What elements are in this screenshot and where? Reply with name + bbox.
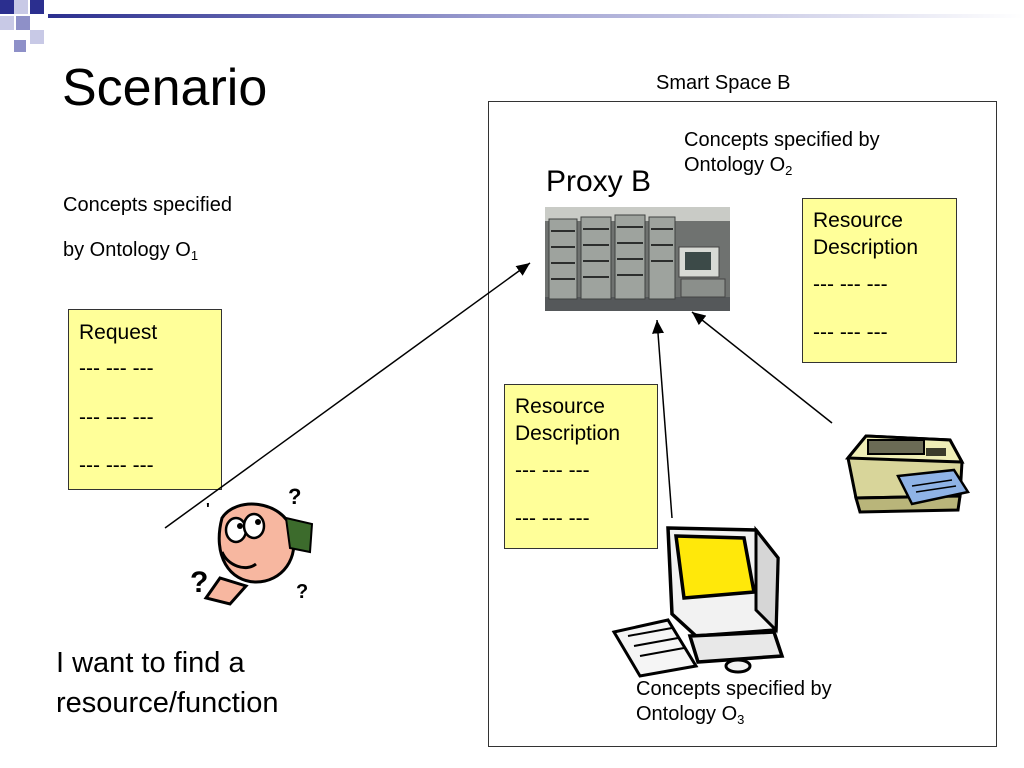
computer-icon [611,525,785,678]
top-right-concepts-sub: 2 [785,163,793,178]
confused-person-icon: ? ? ' ? [190,486,314,606]
svg-text:?: ? [288,486,301,509]
request-note: Request --- --- --- --- --- --- --- --- … [68,309,222,490]
bottom-concepts-label: Concepts specified by Ontology O3 [636,677,832,728]
top-right-concepts-label: Concepts specified by Ontology O2 [684,128,880,179]
resource-center-line-2: --- --- --- [515,507,590,531]
smart-space-box [488,101,997,747]
bottom-concepts-line2-wrap: Ontology O3 [636,702,832,728]
request-line-1: --- --- --- [79,357,154,381]
request-line-2: --- --- --- [79,405,154,429]
bottom-concepts-line1: Concepts specified by [636,678,832,700]
left-concepts-line2: by Ontology O [63,239,191,261]
left-concepts-sub: 1 [190,248,199,263]
svg-text:?: ? [296,581,308,603]
resource-right-line-1: --- --- --- [813,272,888,296]
resource-right-title2: Description [813,236,919,260]
top-right-concepts-line2-wrap: Ontology O2 [684,153,880,179]
svg-text:': ' [206,501,210,518]
computer-arrow [652,319,673,519]
left-concepts-line2-wrap: by Ontology O1 [63,238,232,264]
caption-line1: I want to find a [56,647,245,679]
resource-center-title1: Resource [515,395,605,418]
top-right-concepts-line2: Ontology O [684,154,786,176]
printer-arrow [691,311,833,424]
bottom-concepts-line2: Ontology O [636,703,738,725]
resource-right-title1: Resource [813,209,903,232]
left-concepts-line1: Concepts specified [63,194,232,216]
svg-text:?: ? [190,566,208,599]
resource-center-line-1: --- --- --- [515,458,590,482]
header-decoration [0,0,1024,52]
proxy-label: Proxy B [546,165,652,198]
request-title: Request [79,321,158,344]
resource-note-right: Resource Description --- --- --- --- ---… [802,198,957,363]
left-concepts-label: Concepts specified by Ontology O1 [63,193,232,264]
printer-icon [844,434,970,514]
slide-title: Scenario [62,59,268,117]
smart-space-label: Smart Space B [656,72,791,94]
request-line-3: --- --- --- [79,454,154,478]
resource-center-title2: Description [515,422,621,446]
top-right-concepts-line1: Concepts specified by [684,129,880,151]
bottom-concepts-sub: 3 [737,712,745,727]
server-rack-photo [545,207,730,311]
resource-right-line-2: --- --- --- [813,321,888,345]
request-arrow [164,262,531,529]
user-caption: I want to find a resource/function [56,643,278,723]
caption-line2: resource/function [56,687,279,720]
resource-note-center: Resource Description --- --- --- --- ---… [504,384,658,549]
